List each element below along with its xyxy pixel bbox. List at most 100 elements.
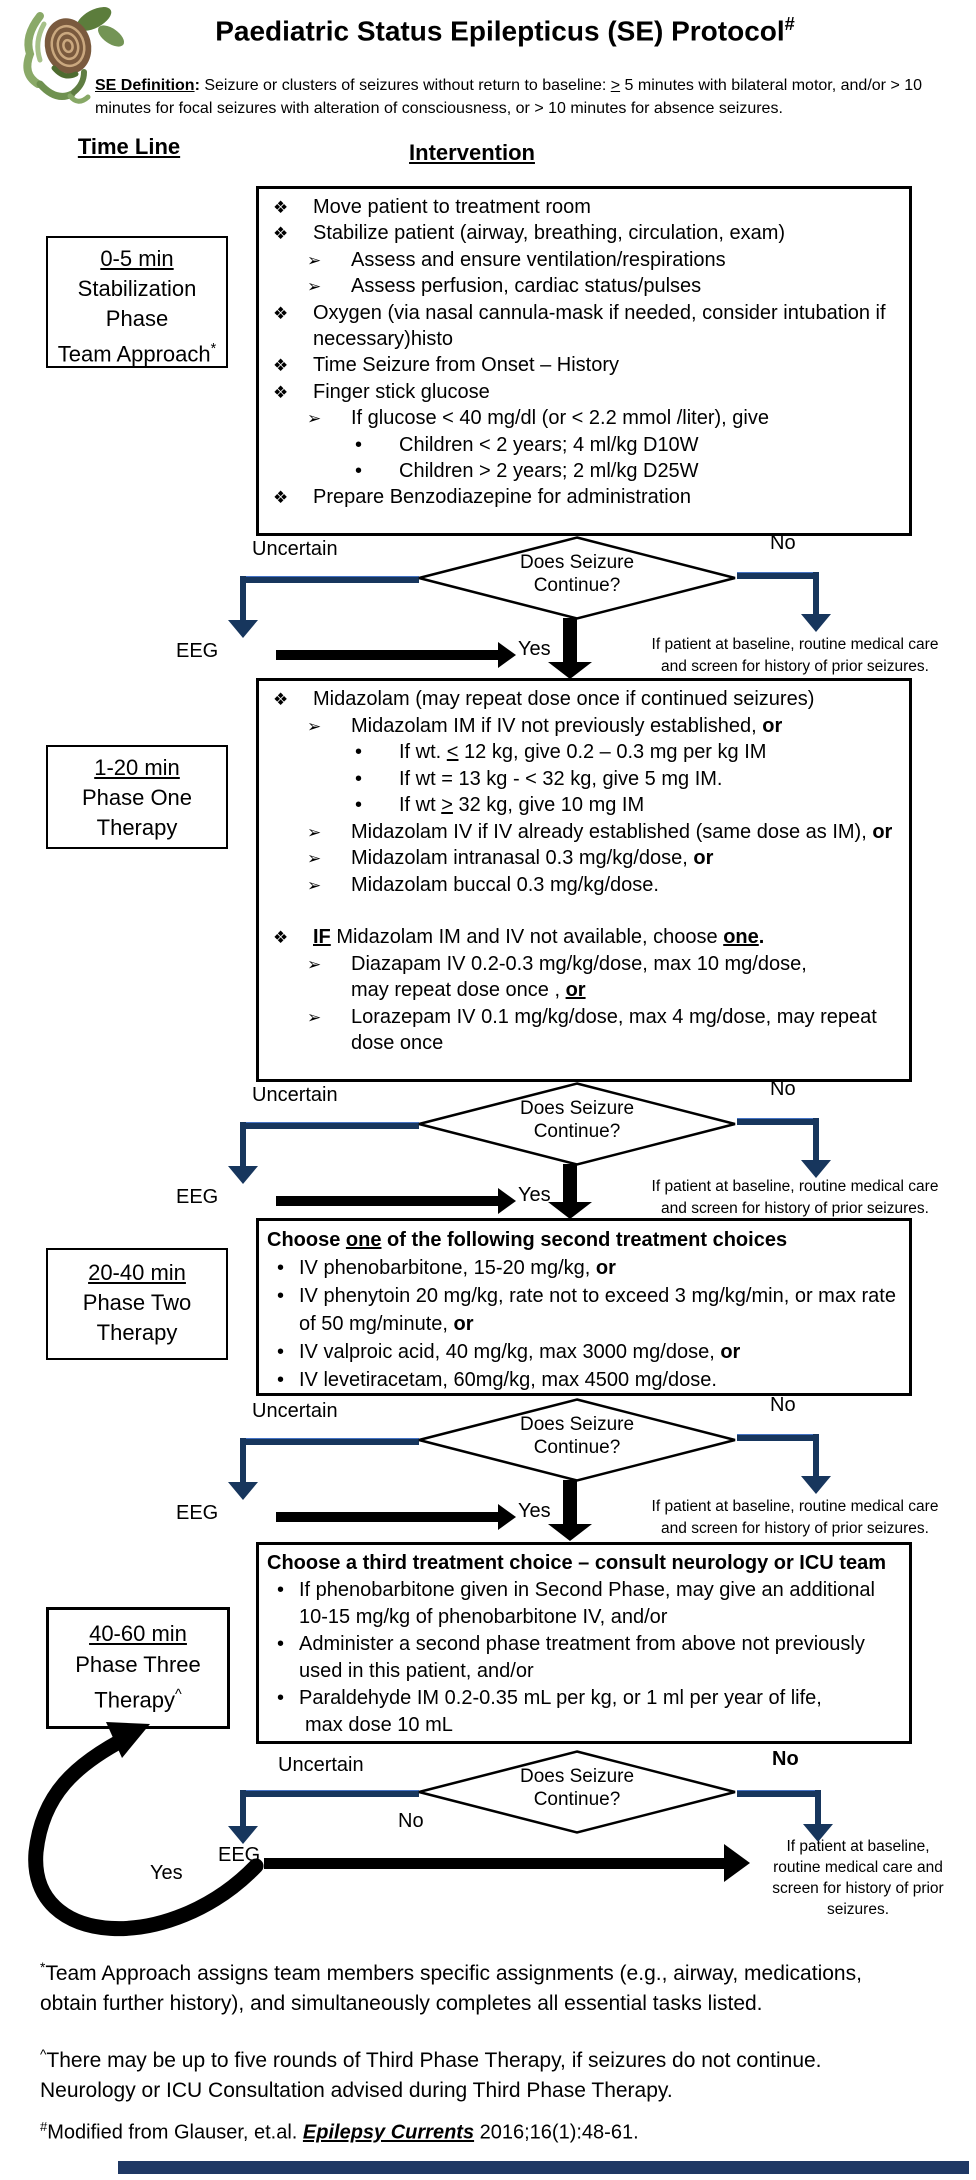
connector-line [813,572,819,616]
arrowhead-down-icon [228,1166,258,1184]
arrowhead-down-icon [801,614,831,632]
arrowhead-bullet-icon: ➢ [307,716,322,736]
list-item: ❖Stabilize patient (airway, breathing, c… [259,220,909,246]
yes-label: Yes [518,638,551,660]
footnote-citation: #Modified from Glauser, et.al. Epilepsy … [40,2119,639,2144]
connector-line [240,1438,246,1484]
arrowhead-bullet-icon: ➢ [307,954,322,974]
no-label: No [770,1394,796,1416]
star-marker: * [40,1960,46,1975]
timeline-box-phase-three: 40-60 min Phase Three Therapy^ [46,1607,230,1729]
diamond-bullet-icon: ❖ [273,690,289,709]
uncertain-label: Uncertain [252,1400,338,1422]
list-item: ❖Move patient to treatment room [259,194,909,220]
se-definition-label: SE Definition [95,77,195,94]
list-item: •Paraldehyde IM 0.2-0.35 mL per kg, or 1… [277,1687,822,1736]
dot-bullet-icon: • [277,1369,285,1391]
dot-bullet-icon: • [355,794,363,816]
no-label: No [770,1078,796,1100]
eeg-label: EEG [176,640,219,662]
arrowhead-down-icon [228,620,258,638]
dot-bullet-icon: • [355,767,363,790]
list-item: ❖Midazolam (may repeat dose once if cont… [259,686,909,713]
list-item: ➢If glucose < 40 mg/dl (or < 2.2 mmol /l… [259,405,909,431]
time-range: 0-5 min [100,246,174,271]
uncertain-label: Uncertain [252,1084,338,1106]
eeg-label: EEG [176,1502,219,1524]
connector-line [737,1790,821,1797]
list-item: •IV valproic acid, 40 mg/kg, max 3000 mg… [267,1338,909,1366]
phase-two-title: Choose one of the following second treat… [267,1229,788,1251]
list-item: •Administer a second phase treatment fro… [277,1633,865,1682]
list-item: ➢Midazolam IM if IV not previously estab… [259,713,909,740]
dot-bullet-icon: • [277,1285,285,1307]
connector-line [240,576,419,583]
africa-leaf-logo [23,7,125,104]
dot-bullet-icon: • [277,1579,285,1601]
list-item: ➢Assess and ensure ventilation/respirati… [259,247,909,273]
arrowhead-right-icon [498,642,516,668]
arrowhead-bullet-icon: ➢ [307,250,322,270]
continue-arrow-shaft [563,618,577,664]
list-item: ➢Midazolam IV if IV already established … [259,819,909,846]
stabilization-box: ❖Move patient to treatment room ❖Stabili… [256,186,912,536]
footnote-third-phase: ^There may be up to five rounds of Third… [40,2047,822,2102]
dot-bullet-icon: • [355,741,363,763]
connector-line [813,1118,819,1162]
phase-three-box: Choose a third treatment choice – consul… [256,1542,912,1744]
eeg-baseline-arrow [264,1858,726,1869]
yes-label: Yes [518,1184,551,1206]
footnote-team-approach: *Team Approach assigns team members spec… [40,1960,862,2015]
connector-line [240,1438,419,1445]
arrowhead-down-icon [803,1824,833,1842]
uncertain-label: Uncertain [252,538,338,560]
list-item: ➢Midazolam buccal 0.3 mg/kg/dose. [259,872,909,899]
list-item: •IV phenytoin 20 mg/kg, rate not to exce… [267,1282,899,1338]
arrowhead-down-icon [548,662,592,679]
baseline-note: If patient at baseline, routine medical … [651,636,939,675]
list-item: •If phenobarbitone given in Second Phase… [277,1579,875,1628]
baseline-note-final: If patient at baseline, routine medical … [772,1838,944,1918]
diamond-bullet-icon: ❖ [273,488,289,508]
list-item: ➢Assess perfusion, cardiac status/pulses [259,273,909,299]
time-range: 1-20 min [94,755,180,780]
list-item: •Children > 2 years; 2 ml/kg D25W [259,458,909,484]
arrowhead-bullet-icon: ➢ [307,1007,322,1027]
list-item: ❖IF Midazolam IM and IV not available, c… [259,924,909,951]
baseline-note: If patient at baseline, routine medical … [651,1498,939,1537]
page-title: Paediatric Status Epilepticus (SE) Proto… [215,14,795,47]
list-item: •If wt = 13 kg - < 32 kg, give 5 mg IM. [259,766,909,793]
continue-arrow-shaft [563,1164,577,1204]
list-item: ➢Lorazepam IV 0.1 mg/kg/dose, max 4 mg/d… [307,1005,877,1055]
dot-bullet-icon: • [277,1257,285,1279]
yes-label: Yes [150,1862,183,1884]
arrowhead-down-icon [548,1202,592,1219]
list-item: •If wt. < 12 kg, give 0.2 – 0.3 mg per k… [259,739,909,766]
eeg-label: EEG [176,1186,219,1208]
diamond-bullet-icon: ❖ [273,928,289,947]
connector-line [737,1434,819,1441]
list-item: ❖Prepare Benzodiazepine for administrati… [259,484,909,510]
continue-arrow-shaft [563,1480,577,1526]
list-item: •IV phenobarbitone, 15-20 mg/kg, or [267,1254,909,1282]
diamond-bullet-icon: ❖ [273,198,289,217]
no-below-label: No [398,1810,424,1832]
connector-line [813,1434,819,1478]
phase-three-title: Choose a third treatment choice – consul… [267,1552,886,1574]
arrowhead-right-icon [724,1844,750,1882]
baseline-note: If patient at baseline, routine medical … [651,1178,939,1217]
blank-line [259,898,909,924]
eeg-yes-arrow [276,1512,500,1522]
connector-line [737,572,819,579]
title-footnote-marker: # [784,14,795,34]
arrowhead-down-icon [801,1476,831,1494]
eeg-label: EEG [218,1844,261,1866]
intervention-header: Intervention [409,140,535,165]
arrowhead-down-icon [228,1482,258,1500]
